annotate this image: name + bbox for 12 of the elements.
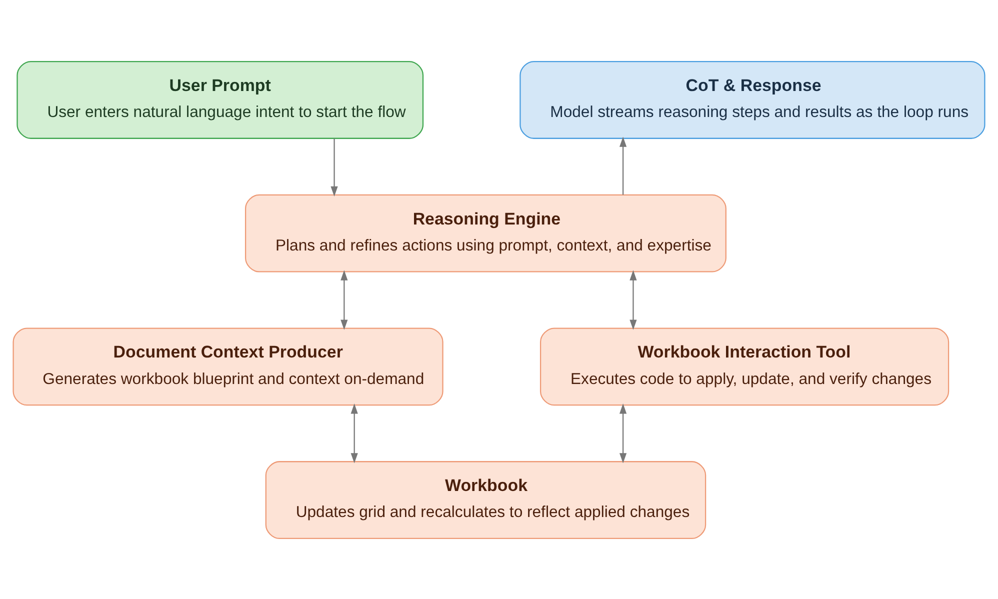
arrow [340, 270, 348, 330]
arrow [330, 138, 338, 196]
node-box: Reasoning Engine Plans and refines actions using prompt, context, and expertise [244, 194, 726, 272]
arrow [630, 270, 637, 330]
node-box: Workbook Interaction Tool Executes code to apply, update, and verify changes [540, 327, 950, 406]
node-box: Workbook Updates grid and recalculates to reflect applied changes [265, 460, 706, 539]
node-box: Document Context Producer Generates workbook blueprint and context on-demand [12, 327, 444, 406]
arrow [619, 403, 627, 463]
node-box: User Prompt User enters natural language intent to start the flow [16, 60, 424, 138]
arrow [619, 136, 627, 194]
arrow [350, 403, 358, 463]
node-box: CoT & Response Model streams reasoning steps and results as the loop runs [520, 60, 986, 138]
